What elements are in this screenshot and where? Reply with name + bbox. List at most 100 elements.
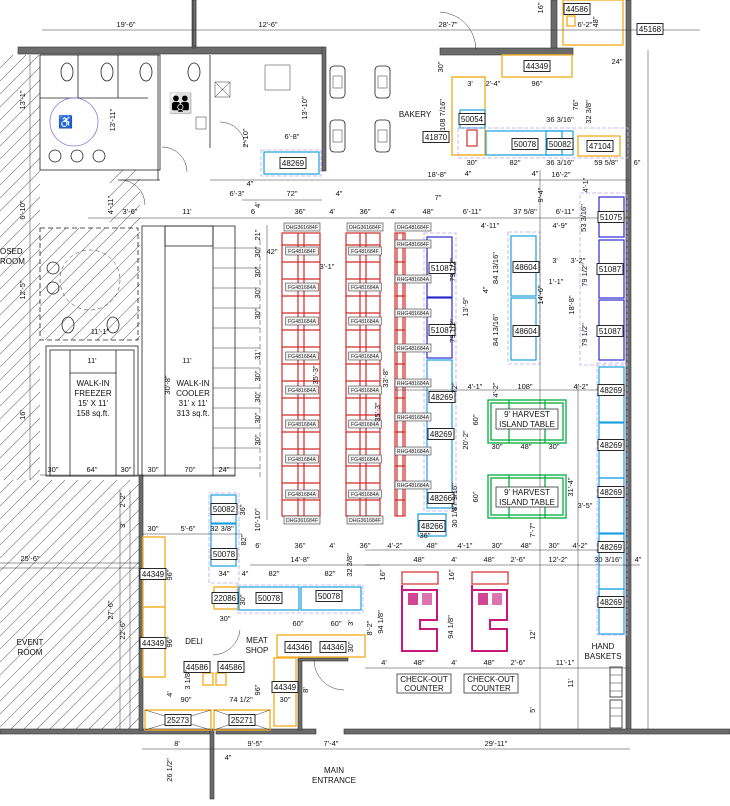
hatch-line [0, 54, 40, 95]
dimension-label: 47 9/16" [450, 483, 459, 511]
hatch-line [44, 244, 141, 341]
dimension-label: 4" [532, 169, 539, 178]
dimension-label: 60" [330, 619, 341, 628]
hatch-line [0, 183, 41, 225]
equipment-tag-label: 48604 [515, 327, 538, 336]
dimension-label: 36" [238, 504, 247, 515]
equipment-tag-label: 48269 [600, 488, 623, 497]
cafe-table [374, 119, 391, 153]
hatch-line [83, 283, 141, 341]
equipment-tag-label: 50078 [514, 140, 537, 149]
shelf-tag: FG481684A [285, 316, 319, 326]
dimension-label: 30" [253, 412, 262, 423]
dimension-label: 36" [294, 541, 305, 550]
dimension-label: 11' [182, 207, 192, 216]
wall-meat-shop-top [297, 657, 349, 662]
hatch-line [0, 352, 41, 394]
room-label-cooler-area: 313 sq.ft. [177, 409, 210, 418]
dimension-label: 30" [253, 246, 262, 257]
dimension-label: 48" [483, 658, 494, 667]
counter-44349 [501, 54, 573, 78]
dimension-label: 48" [426, 541, 437, 550]
hatch-line [0, 170, 41, 212]
equipment-tag-44349: 44349 [139, 568, 167, 580]
room-label-meat-shop: SHOP [246, 646, 269, 655]
hatch-line [0, 66, 41, 108]
dimension-label: 6'-10" [18, 200, 27, 219]
equipment-tag-label: 25271 [231, 716, 254, 725]
hatch-line [0, 287, 41, 329]
room-label-event-room: EVENT [17, 638, 44, 647]
dimension-label: 90" [180, 695, 191, 704]
shelf-tag: RHG481684F [394, 239, 432, 249]
shelf-tag-label: RHG481684A [397, 483, 430, 489]
dimension-label: 9'-4" [536, 187, 545, 202]
equipment-tag-label: 44346 [322, 643, 345, 652]
harvest-table-2 [487, 474, 567, 519]
shelf-tag-label: FG481684A [288, 285, 317, 291]
equipment-tag-label: 44586 [220, 663, 243, 672]
room-label-freezer-area: 158 sq.ft. [77, 409, 110, 418]
equipment-tag-label: 51087 [431, 326, 454, 335]
dimension-label: 4'-1" [581, 177, 590, 192]
equipment-tag-50054: 50054 [458, 113, 486, 125]
dimension-label: 2'-6" [511, 555, 526, 564]
hatch-line [0, 222, 41, 264]
dimension-label: 30" [253, 370, 262, 381]
dimension-label: 82" [239, 534, 248, 545]
equipment-tag-44346: 44346 [284, 641, 312, 653]
hatch-line [0, 326, 41, 368]
dimension-label: 27'-6" [106, 600, 115, 619]
hatch-line [0, 479, 40, 520]
dimension-label: 5' [528, 707, 537, 713]
dimension-label: 18'-8" [427, 170, 446, 179]
dimension-label: 30" [491, 541, 502, 550]
shelf-tag: FG481684A [348, 282, 382, 292]
hatch-line [0, 118, 41, 160]
shelf-tag: FG481684A [348, 489, 382, 499]
room-label-meat-shop: MEAT [246, 636, 268, 645]
hatch-line [39, 227, 119, 307]
hatch-line [0, 105, 41, 147]
dimension-label: 30" [253, 266, 262, 277]
equipment-tag-45168: 45168 [636, 23, 664, 35]
hatch-line [0, 378, 41, 420]
dimension-label: 76" [571, 99, 580, 110]
dimension-label: 29'-11" [485, 739, 508, 748]
equipment-tag-51087: 51087 [596, 263, 624, 275]
room-label-cooler: WALK-IN [176, 379, 209, 388]
dimension-label: 48" [520, 442, 531, 451]
shelf-tag: FG481684A [348, 454, 382, 464]
hatch-line [0, 157, 41, 199]
wall-stub-top-2 [192, 0, 197, 47]
equipment-tag-label: 51075 [600, 213, 623, 222]
shelf-tag-label: FG481684A [288, 319, 317, 325]
shelf-tag-label: FG481684A [351, 354, 380, 360]
label-checkout-counter-1: COUNTER [404, 684, 444, 693]
dimension-label: 60" [471, 491, 480, 502]
equipment-tag-label: 44586 [566, 5, 589, 14]
hatch-line [0, 339, 41, 381]
dimension-label: 79 1/2" [580, 323, 589, 347]
equipment-tag-label: 25273 [167, 716, 190, 725]
walk-ins [45, 225, 261, 480]
shelf-tag: DHG361684F [346, 515, 384, 525]
dimension-label: 21" [253, 229, 262, 240]
shelf-tag: FG481684A [285, 282, 319, 292]
hatch-line [0, 430, 41, 472]
hatch-line [0, 54, 14, 69]
equipment-tag-50078: 50078 [210, 548, 238, 560]
hatch-line [0, 235, 41, 277]
hatch-line [0, 79, 41, 121]
dimension-label: 4" [635, 555, 642, 564]
hatch-line [109, 169, 137, 197]
dimension-label: 96" [165, 636, 174, 647]
hatch-line [0, 261, 41, 303]
family-restroom-icon: 👪 [168, 91, 193, 115]
hatch-line [39, 227, 80, 268]
hatch-line [0, 509, 140, 650]
dimension-label: 74 1/2" [229, 695, 253, 704]
dimension-label: 70" [184, 465, 195, 474]
label-checkout-counter-2: COUNTER [471, 684, 511, 693]
shelf-tag: RHG481684A [394, 446, 432, 456]
